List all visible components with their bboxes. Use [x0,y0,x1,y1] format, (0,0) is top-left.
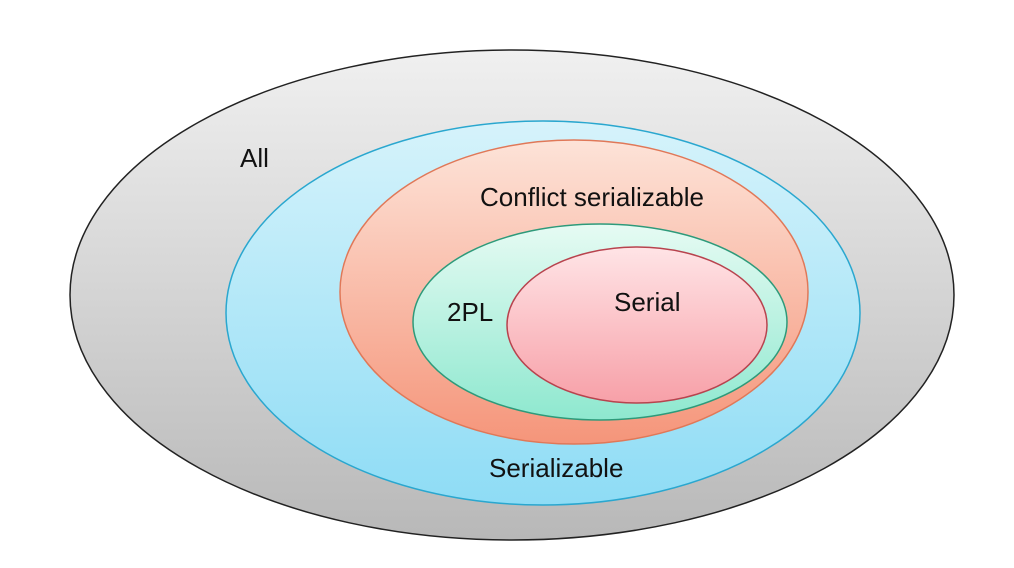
set-serial-label: Serial [614,287,680,317]
set-2pl-label: 2PL [447,297,493,327]
set-all-label: All [240,143,269,173]
set-serial-ellipse [506,246,768,404]
set-conflict-serializable-label: Conflict serializable [480,182,704,212]
set-serializable-label: Serializable [489,453,623,483]
